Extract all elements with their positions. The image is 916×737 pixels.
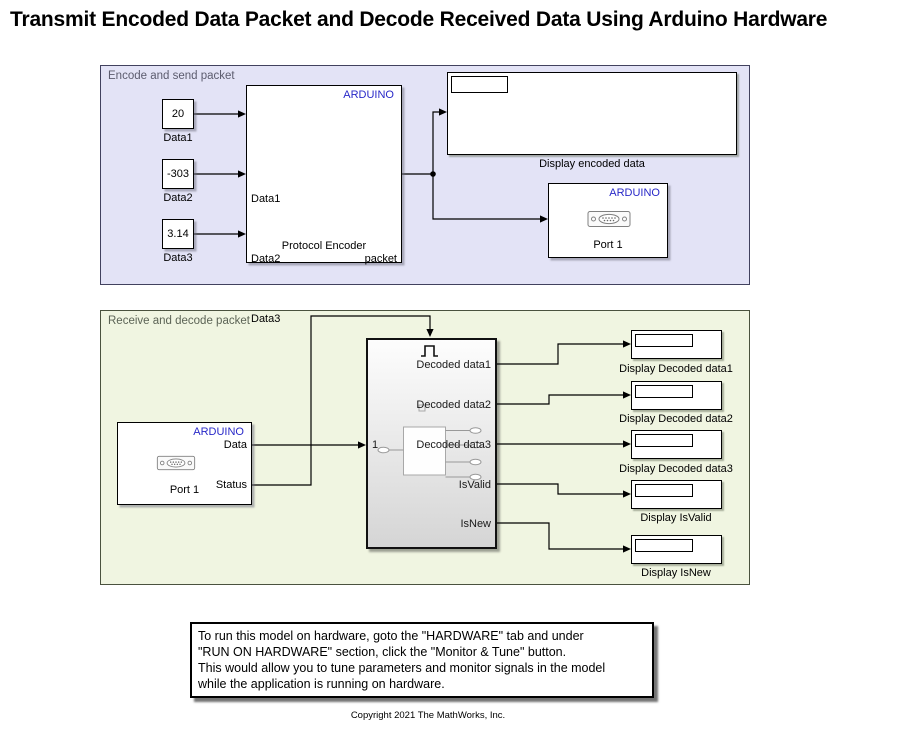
db9-serial-icon bbox=[587, 211, 631, 227]
serial-tx-name: Port 1 bbox=[593, 239, 623, 251]
display-decoded-data2-block[interactable] bbox=[631, 381, 722, 410]
display-value-frame bbox=[635, 484, 693, 497]
decoder-subsystem-block[interactable]: 1 Decoded data1 Decoded data2 Decoded da… bbox=[366, 338, 497, 549]
note-line: while the application is running on hard… bbox=[198, 677, 445, 691]
note-line: To run this model on hardware, goto the … bbox=[198, 629, 584, 643]
encoder-name: Protocol Encoder bbox=[281, 240, 367, 252]
constant-label: Data2 bbox=[163, 192, 193, 204]
subsystem-output-decoded-data2: Decoded data2 bbox=[416, 399, 491, 411]
display-isvalid-block[interactable] bbox=[631, 480, 722, 509]
display-encoded-data-label: Display encoded data bbox=[539, 158, 645, 170]
model-title: Transmit Encoded Data Packet and Decode … bbox=[10, 8, 828, 31]
instruction-note: To run this model on hardware, goto the … bbox=[190, 622, 654, 698]
subsystem-output-decoded-data3: Decoded data3 bbox=[416, 439, 491, 451]
constant-block-data1[interactable]: 20 bbox=[162, 99, 194, 129]
encoder-input-data2: Data2 bbox=[251, 253, 281, 265]
serial-rx-name: Port 1 bbox=[169, 484, 200, 496]
display-encoded-data-block[interactable] bbox=[447, 72, 737, 155]
arduino-brand-label: ARDUINO bbox=[609, 187, 660, 199]
trigger-icon bbox=[421, 345, 438, 357]
encoder-input-data3: Data3 bbox=[251, 313, 281, 325]
copyright-text: Copyright 2021 The MathWorks, Inc. bbox=[350, 710, 506, 721]
display-isvalid-label: Display IsValid bbox=[640, 512, 712, 524]
subsystem-output-decoded-data1: Decoded data1 bbox=[416, 359, 491, 371]
display-isnew-block[interactable] bbox=[631, 535, 722, 564]
serial-rx-output-data: Data bbox=[223, 439, 247, 451]
subsystem-output-isvalid: IsValid bbox=[458, 479, 491, 491]
subsystem-input-port: 1 bbox=[372, 439, 379, 451]
arduino-brand-label: ARDUINO bbox=[343, 89, 394, 101]
display-decoded-data2-label: Display Decoded data2 bbox=[619, 413, 733, 425]
constant-block-data3[interactable]: 3.14 bbox=[162, 219, 194, 249]
constant-label: Data1 bbox=[163, 132, 193, 144]
display-decoded-data3-label: Display Decoded data3 bbox=[619, 463, 733, 475]
note-line: "RUN ON HARDWARE" section, click the "Mo… bbox=[198, 645, 567, 659]
display-decoded-data1-label: Display Decoded data1 bbox=[619, 363, 733, 375]
arduino-brand-label: ARDUINO bbox=[193, 426, 244, 438]
db9-serial-icon bbox=[156, 455, 196, 471]
subsystem-output-isnew: IsNew bbox=[460, 518, 491, 530]
encoder-input-data1: Data1 bbox=[251, 193, 281, 205]
display-value-frame bbox=[635, 434, 693, 447]
subsystem-preview bbox=[377, 345, 482, 481]
display-decoded-data3-block[interactable] bbox=[631, 430, 722, 459]
constant-label: Data3 bbox=[163, 252, 193, 264]
display-value-frame bbox=[451, 76, 508, 93]
display-value-frame bbox=[635, 385, 693, 398]
constant-value: 3.14 bbox=[167, 228, 189, 240]
display-isnew-label: Display IsNew bbox=[641, 567, 711, 579]
serial-rx-output-status: Status bbox=[215, 479, 247, 491]
constant-block-data2[interactable]: -303 bbox=[162, 159, 194, 189]
constant-value: -303 bbox=[166, 168, 190, 180]
decode-area-label: Receive and decode packet bbox=[108, 315, 250, 327]
protocol-encoder-block[interactable]: ARDUINO Data1 Data2 Data3 packet Protoco… bbox=[246, 85, 402, 325]
display-value-frame bbox=[635, 334, 693, 347]
constant-value: 20 bbox=[171, 108, 185, 120]
display-decoded-data1-block[interactable] bbox=[631, 330, 722, 359]
encoder-output-packet: packet bbox=[364, 253, 397, 265]
display-value-frame bbox=[635, 539, 693, 552]
serial-tx-block[interactable]: ARDUINO Port 1 bbox=[548, 183, 668, 258]
encode-area-label: Encode and send packet bbox=[108, 70, 235, 82]
note-line: This would allow you to tune parameters … bbox=[198, 661, 606, 675]
serial-rx-block[interactable]: ARDUINO Data Status Port 1 bbox=[117, 422, 252, 505]
